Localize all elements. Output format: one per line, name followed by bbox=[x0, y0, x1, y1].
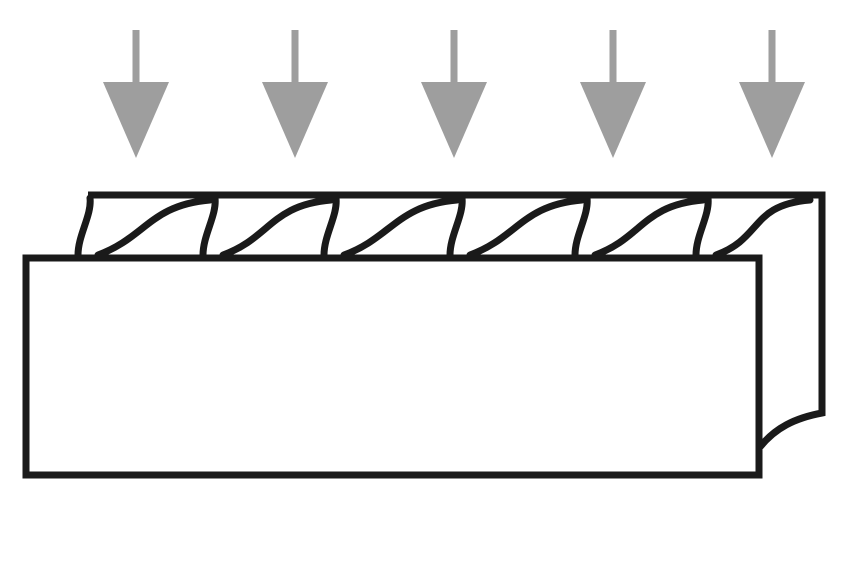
wavy-surface-line bbox=[74, 194, 94, 259]
down-arrow-icon bbox=[262, 30, 328, 158]
wave-diagonal bbox=[712, 196, 814, 259]
block-top-back-edge bbox=[88, 191, 826, 450]
block-front-face bbox=[22, 254, 763, 479]
down-arrow-icon bbox=[739, 30, 805, 158]
block-group bbox=[22, 191, 826, 479]
arrow-shaft bbox=[450, 30, 458, 92]
wave-diagonal bbox=[94, 196, 214, 259]
arrow-head bbox=[103, 82, 169, 158]
arrow-head bbox=[262, 82, 328, 158]
wave-diagonal bbox=[219, 196, 335, 259]
arrow-shaft bbox=[768, 30, 776, 92]
wave-diagonal bbox=[591, 196, 707, 259]
arrow-head bbox=[580, 82, 646, 158]
wavy-surface-line bbox=[320, 194, 340, 259]
arrow-shaft bbox=[609, 30, 617, 92]
wavy-surface-line bbox=[692, 194, 712, 259]
arrow-group bbox=[103, 30, 805, 158]
down-arrow-icon bbox=[421, 30, 487, 158]
arrow-shaft bbox=[291, 30, 299, 92]
arrow-shaft bbox=[132, 30, 140, 92]
down-arrow-icon bbox=[580, 30, 646, 158]
arrow-head bbox=[421, 82, 487, 158]
wavy-surface-line bbox=[199, 194, 219, 259]
arrow-head bbox=[739, 82, 805, 158]
down-arrow-icon bbox=[103, 30, 169, 158]
wave-diagonal bbox=[466, 196, 586, 259]
wave-diagonal bbox=[340, 196, 461, 259]
wavy-surface-line bbox=[571, 194, 591, 259]
wavy-surface-line bbox=[446, 194, 466, 259]
